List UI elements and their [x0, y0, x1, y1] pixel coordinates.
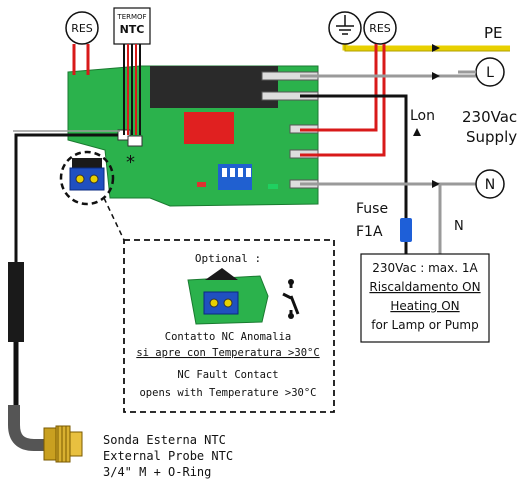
- pe-label: PE: [484, 24, 503, 42]
- svg-text:si apre con Temperatura >30°C: si apre con Temperatura >30°C: [136, 347, 319, 359]
- svg-text:230Vac : max. 1A: 230Vac : max. 1A: [372, 261, 478, 275]
- led-red: [197, 182, 206, 187]
- svg-text:N: N: [485, 177, 495, 193]
- res-right: RES: [300, 11, 397, 157]
- svg-text:for Lamp or Pump: for Lamp or Pump: [371, 318, 479, 332]
- nc-terminal: [69, 167, 105, 191]
- line-l: L: [300, 57, 505, 87]
- nc-switch-icon: [282, 279, 300, 319]
- red-component: [184, 112, 234, 144]
- svg-text:opens with Temperature >30°C: opens with Temperature >30°C: [139, 387, 316, 399]
- ntc-connector: [127, 135, 143, 147]
- probe-cable: [8, 130, 120, 463]
- optional-highlight: [59, 150, 115, 206]
- svg-text:Contatto NC Anomalia: Contatto NC Anomalia: [165, 331, 291, 343]
- probe-label-2: External Probe NTC: [103, 449, 233, 463]
- relay: [150, 66, 278, 108]
- lon-wire: Lon: [300, 94, 435, 262]
- led-green: [268, 184, 278, 189]
- pe-arrow: [432, 44, 440, 52]
- svg-text:RES: RES: [369, 22, 391, 35]
- svg-text:RES: RES: [71, 22, 93, 35]
- svg-text:NTC: NTC: [120, 23, 145, 36]
- fuse-label-2: F1A: [356, 224, 383, 240]
- heating-box: 230Vac : max. 1A Riscaldamento ON Heatin…: [360, 253, 490, 343]
- asterisk: *: [126, 152, 135, 173]
- probe-label-1: Sonda Esterna NTC: [103, 433, 226, 447]
- svg-text:Heating ON: Heating ON: [390, 299, 459, 313]
- optional-pointer: [103, 197, 125, 241]
- supply-label-1: 230Vac: [462, 108, 517, 126]
- probe-label-3: 3/4" M + O-Ring: [103, 465, 211, 479]
- svg-text:NC Fault Contact: NC Fault Contact: [177, 369, 278, 381]
- fuse: [400, 218, 412, 242]
- pcb-board: [67, 65, 319, 207]
- svg-text:L: L: [486, 65, 494, 81]
- fuse-label-1: Fuse: [356, 201, 388, 217]
- supply-label-2: Supply: [466, 128, 517, 146]
- optional-box: Optional : Contatto NC Anomalia si apre …: [123, 239, 335, 413]
- earth-icon: [328, 11, 362, 45]
- termof-ntc: TERMOF NTC: [113, 7, 151, 135]
- svg-text:Riscaldamento ON: Riscaldamento ON: [369, 280, 480, 294]
- svg-text:Optional :: Optional :: [195, 252, 261, 265]
- svg-text:N: N: [454, 219, 464, 234]
- line-n: N N: [300, 169, 505, 262]
- res-left: RES: [65, 11, 99, 75]
- svg-text:Lon: Lon: [410, 108, 435, 124]
- svg-text:TERMOF: TERMOF: [116, 13, 146, 21]
